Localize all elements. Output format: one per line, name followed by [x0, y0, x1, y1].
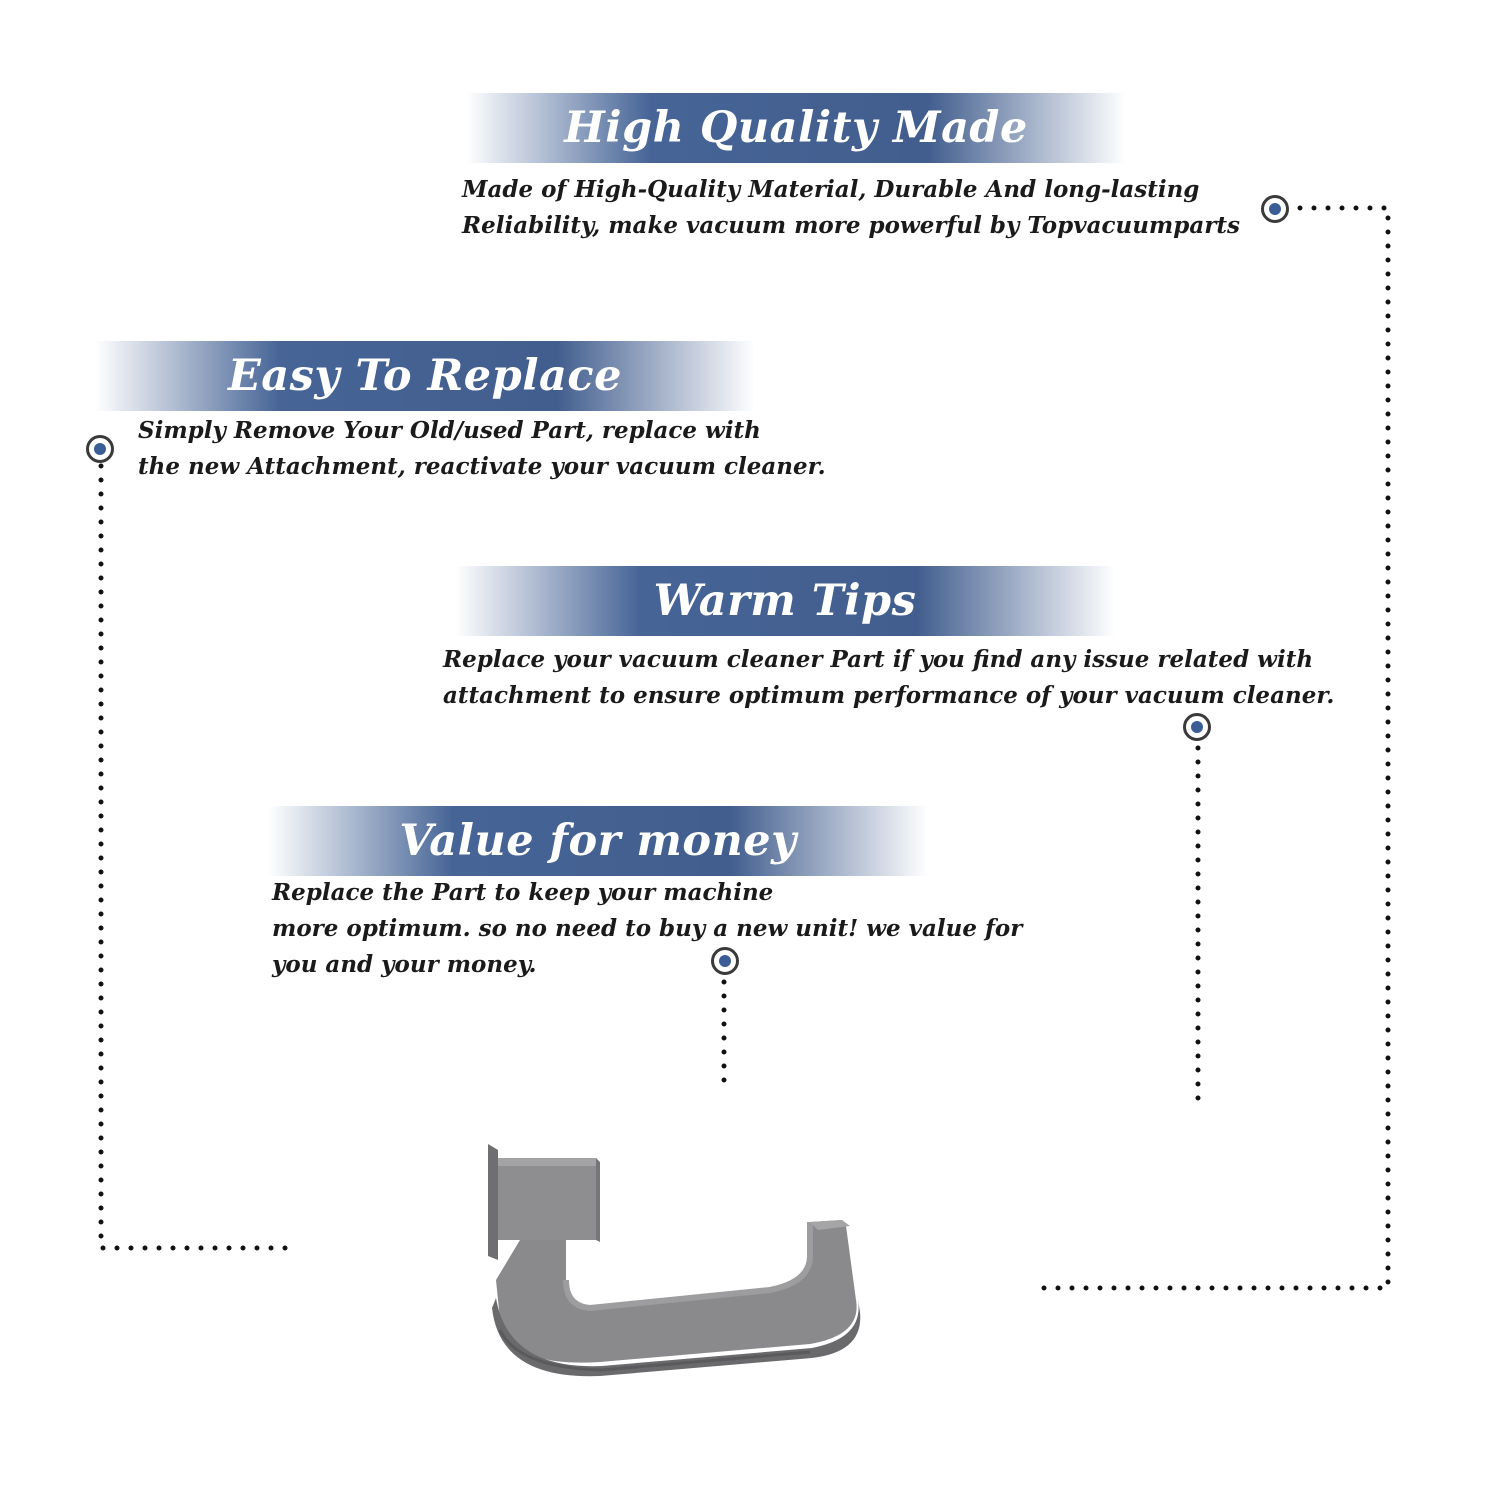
description-warm-tips: Replace your vacuum cleaner Part if you …	[443, 642, 1334, 714]
description-high-quality: Made of High-Quality Material, Durable A…	[462, 172, 1240, 244]
banner-value: Value for money	[268, 806, 928, 876]
description-easy-replace: Simply Remove Your Old/used Part, replac…	[138, 413, 826, 485]
description-line: Replace your vacuum cleaner Part if you …	[443, 646, 1314, 673]
marker-warm-tips	[1183, 713, 1211, 741]
description-line: you and your money.	[272, 951, 537, 978]
banner-title: Easy To Replace	[228, 351, 622, 401]
connector-high-quality	[1035, 205, 1391, 1291]
description-line: more optimum. so no need to buy a new un…	[272, 915, 1023, 942]
description-line: Simply Remove Your Old/used Part, replac…	[138, 417, 761, 444]
banner-warm-tips: Warm Tips	[455, 566, 1115, 636]
banner-high-quality: High Quality Made	[466, 93, 1126, 163]
description-line: Made of High-Quality Material, Durable A…	[462, 176, 1200, 203]
banner-easy-replace: Easy To Replace	[95, 341, 755, 411]
description-line: the new Attachment, reactivate your vacu…	[138, 453, 826, 480]
banner-title: High Quality Made	[564, 103, 1028, 153]
description-line: attachment to ensure optimum performance…	[443, 682, 1335, 709]
connector-easy-replace	[98, 463, 299, 1251]
marker-easy-replace	[86, 435, 114, 463]
banner-title: Value for money	[399, 816, 797, 866]
marker-value	[711, 947, 739, 975]
marker-high-quality	[1261, 195, 1289, 223]
banner-title: Warm Tips	[653, 576, 917, 626]
description-line: Reliability, make vacuum more powerful b…	[462, 212, 1240, 239]
description-value: Replace the Part to keep your machine mo…	[272, 875, 1022, 983]
description-line: Replace the Part to keep your machine	[272, 879, 774, 906]
vacuum-attachment-illustration	[488, 1144, 861, 1377]
